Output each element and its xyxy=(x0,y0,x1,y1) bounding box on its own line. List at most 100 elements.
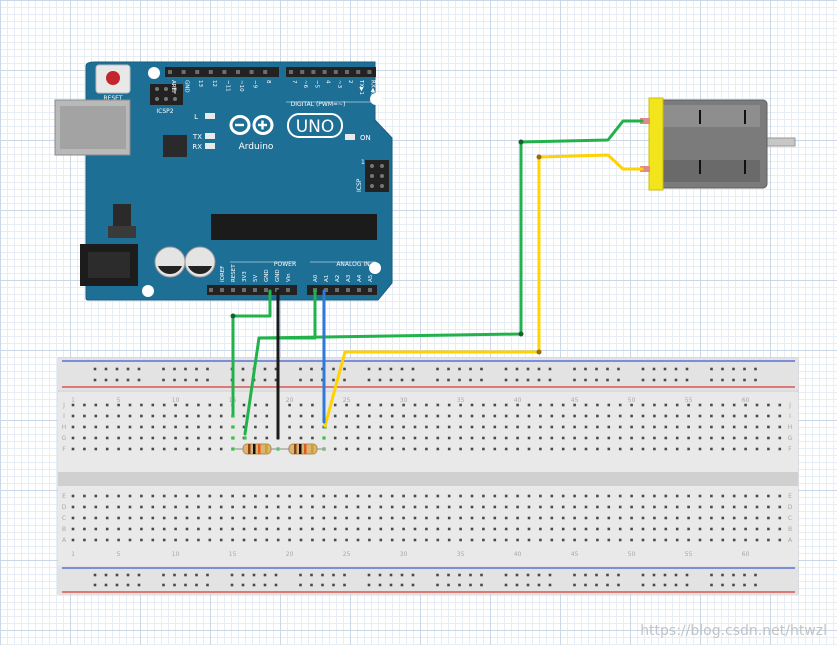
header-pin[interactable] xyxy=(324,288,328,292)
header-pin[interactable] xyxy=(263,70,268,74)
breadboard-hole[interactable] xyxy=(527,527,531,531)
breadboard-hole[interactable] xyxy=(584,436,588,440)
rail-hole[interactable] xyxy=(584,573,587,577)
breadboard-hole[interactable] xyxy=(83,414,86,418)
rail-hole[interactable] xyxy=(184,583,187,587)
breadboard-hole[interactable] xyxy=(732,414,736,418)
breadboard-hole[interactable] xyxy=(744,436,747,440)
breadboard-hole[interactable] xyxy=(618,436,622,440)
breadboard-hole[interactable] xyxy=(767,538,770,542)
breadboard-hole[interactable] xyxy=(174,425,177,429)
breadboard-hole[interactable] xyxy=(527,436,531,440)
rail-hole[interactable] xyxy=(389,367,393,371)
breadboard-hole[interactable] xyxy=(561,538,565,542)
rail-hole[interactable] xyxy=(173,583,176,587)
breadboard-hole[interactable] xyxy=(573,494,576,498)
breadboard-hole[interactable] xyxy=(333,505,337,509)
rail-hole[interactable] xyxy=(526,367,530,371)
rail-hole[interactable] xyxy=(548,378,552,382)
rail-hole[interactable] xyxy=(299,583,302,587)
rail-hole[interactable] xyxy=(573,367,576,371)
breadboard-hole[interactable] xyxy=(527,538,531,542)
breadboard-hole[interactable] xyxy=(413,403,417,407)
breadboard-hole[interactable] xyxy=(71,425,75,429)
breadboard-hole[interactable] xyxy=(94,527,98,531)
breadboard-hole[interactable] xyxy=(539,447,542,451)
rail-hole[interactable] xyxy=(548,367,552,371)
rail-hole[interactable] xyxy=(504,583,508,587)
breadboard-hole[interactable] xyxy=(174,505,177,509)
breadboard-hole[interactable] xyxy=(561,403,565,407)
breadboard-hole[interactable] xyxy=(732,436,736,440)
breadboard-hole[interactable] xyxy=(755,505,759,509)
breadboard-hole[interactable] xyxy=(447,414,451,418)
breadboard-hole[interactable] xyxy=(208,403,212,407)
breadboard-hole[interactable] xyxy=(311,538,314,542)
header-pin[interactable] xyxy=(209,288,213,292)
breadboard-hole[interactable] xyxy=(596,447,599,451)
breadboard-hole[interactable] xyxy=(94,494,98,498)
breadboard-hole[interactable] xyxy=(368,403,371,407)
rail-hole[interactable] xyxy=(115,583,119,587)
breadboard-hole[interactable] xyxy=(732,505,736,509)
breadboard-hole[interactable] xyxy=(539,538,542,542)
breadboard-hole[interactable] xyxy=(288,516,291,520)
breadboard-hole[interactable] xyxy=(653,494,656,498)
breadboard-hole[interactable] xyxy=(516,414,519,418)
breadboard-hole[interactable] xyxy=(504,516,508,520)
breadboard-hole[interactable] xyxy=(276,494,280,498)
breadboard-hole[interactable] xyxy=(254,538,257,542)
breadboard-hole[interactable] xyxy=(379,505,383,509)
rail-hole[interactable] xyxy=(230,583,234,587)
breadboard-hole[interactable] xyxy=(573,505,576,509)
breadboard-hole[interactable] xyxy=(151,414,155,418)
breadboard-hole[interactable] xyxy=(299,494,303,498)
rail-hole[interactable] xyxy=(137,583,141,587)
breadboard-hole[interactable] xyxy=(219,436,223,440)
breadboard-hole[interactable] xyxy=(687,403,690,407)
breadboard-hole[interactable] xyxy=(447,494,451,498)
rail-hole[interactable] xyxy=(104,378,108,382)
rail-hole[interactable] xyxy=(411,583,415,587)
breadboard-hole[interactable] xyxy=(607,447,611,451)
breadboard-hole[interactable] xyxy=(675,414,679,418)
rail-hole[interactable] xyxy=(504,378,508,382)
breadboard-hole[interactable] xyxy=(767,516,770,520)
rail-hole[interactable] xyxy=(321,583,324,587)
breadboard-hole[interactable] xyxy=(242,505,246,509)
breadboard-hole[interactable] xyxy=(767,425,770,429)
header-pin[interactable] xyxy=(368,288,372,292)
breadboard-hole[interactable] xyxy=(288,538,291,542)
breadboard-hole[interactable] xyxy=(242,538,246,542)
breadboard-hole[interactable] xyxy=(128,538,132,542)
breadboard-hole[interactable] xyxy=(219,414,223,418)
breadboard-hole[interactable] xyxy=(197,414,200,418)
breadboard-hole[interactable] xyxy=(596,436,599,440)
rail-hole[interactable] xyxy=(367,378,371,382)
rail-hole[interactable] xyxy=(674,573,678,577)
rail-hole[interactable] xyxy=(732,378,735,382)
breadboard-hole[interactable] xyxy=(333,414,337,418)
breadboard-hole[interactable] xyxy=(356,505,360,509)
rail-hole[interactable] xyxy=(126,367,130,371)
breadboard-hole[interactable] xyxy=(299,403,303,407)
breadboard-hole[interactable] xyxy=(162,505,166,509)
breadboard-hole[interactable] xyxy=(105,403,109,407)
breadboard-hole[interactable] xyxy=(447,538,451,542)
rail-hole[interactable] xyxy=(115,378,119,382)
breadboard-hole[interactable] xyxy=(653,447,656,451)
rail-hole[interactable] xyxy=(436,583,439,587)
rail-hole[interactable] xyxy=(721,573,724,577)
breadboard-hole[interactable] xyxy=(83,436,86,440)
breadboard-hole[interactable] xyxy=(641,403,645,407)
breadboard-hole[interactable] xyxy=(140,516,143,520)
breadboard-hole[interactable] xyxy=(265,516,269,520)
breadboard-hole[interactable] xyxy=(675,436,679,440)
breadboard-hole[interactable] xyxy=(425,447,428,451)
breadboard-hole[interactable] xyxy=(276,527,280,531)
breadboard-hole[interactable] xyxy=(504,425,508,429)
breadboard-hole[interactable] xyxy=(333,447,337,451)
breadboard-hole[interactable] xyxy=(162,516,166,520)
breadboard-hole[interactable] xyxy=(561,505,565,509)
rail-hole[interactable] xyxy=(721,367,724,371)
